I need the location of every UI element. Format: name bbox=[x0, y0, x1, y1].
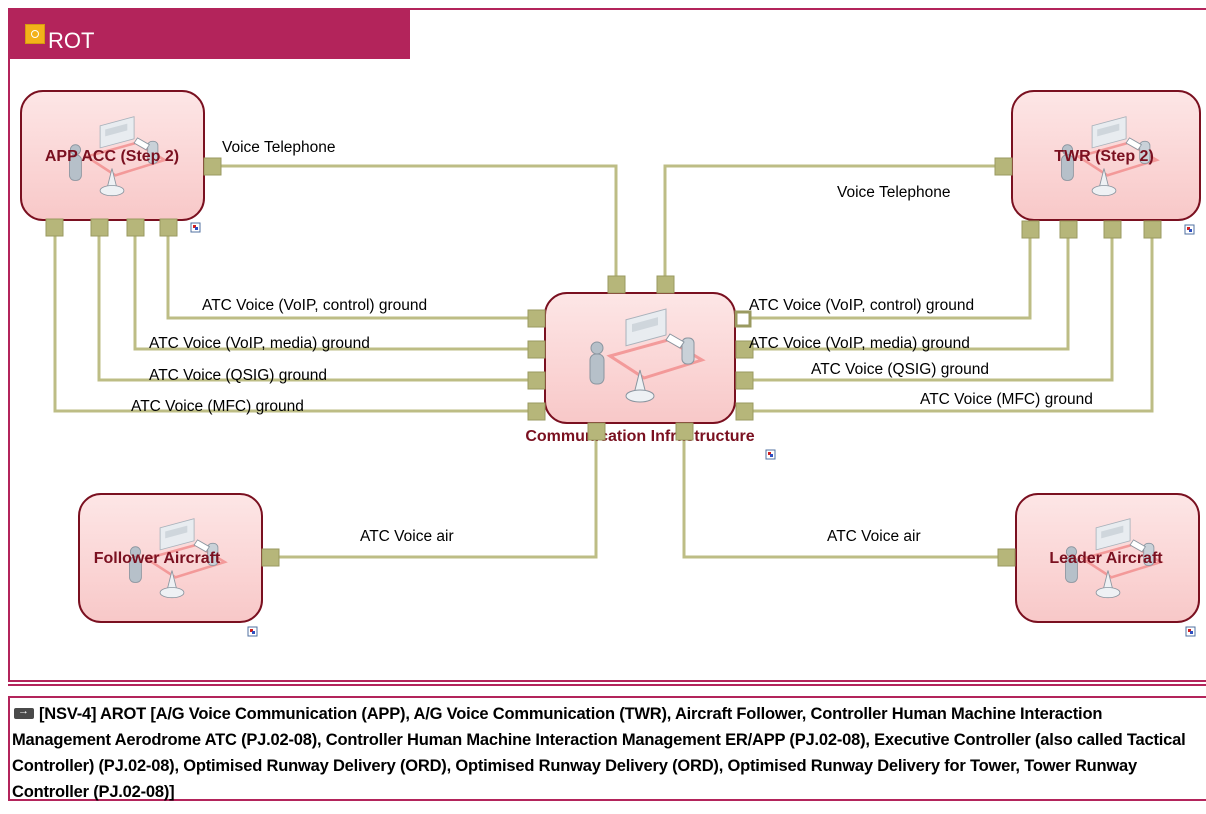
view-title-tab[interactable]: ROT bbox=[8, 8, 410, 59]
link-label: ATC Voice (QSIG) ground bbox=[149, 367, 327, 384]
connector-mfc-right[interactable] bbox=[744, 230, 1154, 413]
node-label: TWR (Step 2) bbox=[1054, 148, 1154, 165]
connector-air-left[interactable] bbox=[270, 433, 598, 559]
node-app-acc[interactable]: APP ACC (Step 2) bbox=[20, 90, 205, 233]
link-label: Voice Telephone bbox=[837, 184, 950, 201]
link-label: ATC Voice (VoIP, media) ground bbox=[749, 335, 970, 352]
link-label: ATC Voice (VoIP, media) ground bbox=[149, 335, 370, 352]
port[interactable] bbox=[527, 309, 546, 328]
connector-voip-control-left[interactable] bbox=[166, 228, 536, 320]
expand-icon[interactable] bbox=[190, 222, 201, 233]
link-labels: Voice Telephone Voice Telephone ATC Voic… bbox=[131, 139, 1093, 545]
description-text: [NSV-4] AROT [A/G Voice Communication (A… bbox=[12, 705, 1186, 801]
expand-icon[interactable] bbox=[1185, 626, 1196, 637]
port[interactable] bbox=[159, 218, 178, 237]
port[interactable] bbox=[735, 340, 754, 359]
connector-mfc-left[interactable] bbox=[53, 228, 536, 413]
node-twr[interactable]: TWR (Step 2) bbox=[1011, 90, 1201, 235]
port[interactable] bbox=[675, 422, 694, 441]
port[interactable] bbox=[203, 157, 222, 176]
node-follower-aircraft[interactable]: Follower Aircraft bbox=[78, 493, 263, 637]
port[interactable] bbox=[527, 402, 546, 421]
node-label: Follower Aircraft bbox=[94, 550, 221, 567]
link-label: ATC Voice (MFC) ground bbox=[920, 391, 1093, 408]
port-hollow[interactable] bbox=[734, 310, 752, 328]
port[interactable] bbox=[90, 218, 109, 237]
port[interactable] bbox=[1103, 220, 1122, 239]
node-communication-infrastructure[interactable]: Communication Infrastructure bbox=[525, 292, 776, 460]
port[interactable] bbox=[1059, 220, 1078, 239]
port[interactable] bbox=[527, 340, 546, 359]
connector-qsig-left[interactable] bbox=[97, 228, 536, 382]
connector-voice-telephone-right[interactable] bbox=[663, 164, 1000, 283]
diagram-description: [NSV-4] AROT [A/G Voice Communication (A… bbox=[8, 696, 1206, 801]
expand-icon[interactable] bbox=[765, 449, 776, 460]
frame-divider bbox=[8, 684, 1206, 686]
connector-qsig-right[interactable] bbox=[744, 230, 1114, 382]
port[interactable] bbox=[656, 275, 675, 294]
connector-air-right[interactable] bbox=[682, 433, 1005, 559]
node-label: Communication Infrastructure bbox=[525, 428, 754, 445]
expand-icon[interactable] bbox=[1184, 224, 1195, 235]
port[interactable] bbox=[587, 422, 606, 441]
connector-voip-control-right[interactable] bbox=[744, 230, 1032, 320]
node-label: APP ACC (Step 2) bbox=[45, 148, 179, 165]
connector-voice-telephone-left[interactable] bbox=[212, 164, 618, 283]
diagram-frame bbox=[8, 8, 1206, 682]
port[interactable] bbox=[607, 275, 626, 294]
port[interactable] bbox=[735, 371, 754, 390]
node-label: Leader Aircraft bbox=[1049, 550, 1163, 567]
link-label: ATC Voice air bbox=[827, 528, 921, 545]
link-label: ATC Voice (MFC) ground bbox=[131, 398, 304, 415]
view-icon bbox=[25, 24, 45, 44]
port[interactable] bbox=[126, 218, 145, 237]
expand-icon[interactable] bbox=[247, 626, 258, 637]
arrow-icon bbox=[14, 705, 34, 719]
port[interactable] bbox=[735, 402, 754, 421]
link-label: ATC Voice (QSIG) ground bbox=[811, 361, 989, 378]
node-leader-aircraft[interactable]: Leader Aircraft bbox=[1015, 493, 1200, 637]
view-title: ROT bbox=[48, 28, 95, 53]
connectors bbox=[53, 164, 1154, 559]
link-label: ATC Voice (VoIP, control) ground bbox=[202, 297, 427, 314]
port[interactable] bbox=[45, 218, 64, 237]
port[interactable] bbox=[1143, 220, 1162, 239]
ports bbox=[45, 157, 1162, 567]
link-label: Voice Telephone bbox=[222, 139, 335, 156]
port[interactable] bbox=[1021, 220, 1040, 239]
port[interactable] bbox=[261, 548, 280, 567]
port[interactable] bbox=[994, 157, 1013, 176]
link-label: ATC Voice (VoIP, control) ground bbox=[749, 297, 974, 314]
connector-voip-media-left[interactable] bbox=[133, 228, 536, 351]
port[interactable] bbox=[997, 548, 1016, 567]
link-label: ATC Voice air bbox=[360, 528, 454, 545]
diagram-canvas: APP ACC (Step 2) TWR (Step 2) Communicat… bbox=[20, 90, 1201, 637]
port[interactable] bbox=[527, 371, 546, 390]
connector-voip-media-right[interactable] bbox=[744, 230, 1070, 351]
